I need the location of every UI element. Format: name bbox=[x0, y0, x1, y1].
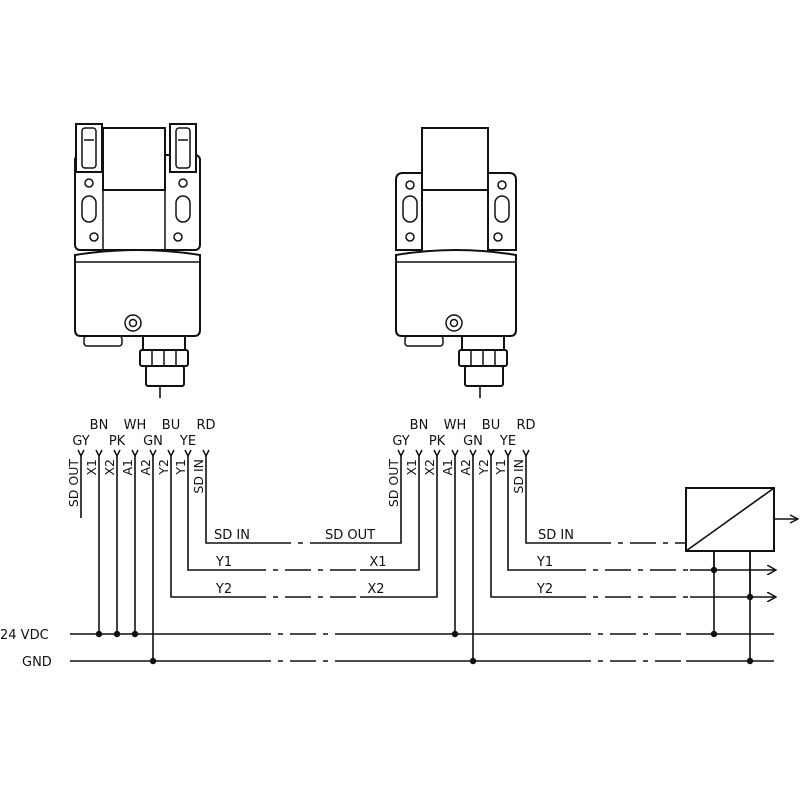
pin-label: SD OUT bbox=[386, 459, 401, 508]
terminal-mark bbox=[451, 449, 459, 458]
link-label-y1: Y1 bbox=[215, 555, 232, 570]
pin-label: Y2 bbox=[476, 459, 491, 476]
terminal-mark bbox=[522, 449, 530, 458]
evaluation-unit bbox=[685, 487, 798, 661]
sensor-2-left-flange bbox=[395, 172, 423, 251]
safety-sensor-1-drawing bbox=[74, 123, 201, 398]
pin-label: X1 bbox=[84, 459, 99, 476]
sensor-2-wiring bbox=[310, 456, 585, 661]
sensor-1-wire-colors: BN WH BU RD GY PK GN YE bbox=[72, 418, 215, 449]
wire-color-label: PK bbox=[109, 434, 126, 449]
wire-color-label: BN bbox=[410, 418, 429, 433]
terminal-mark bbox=[184, 449, 192, 458]
link-label-sd-in: SD IN bbox=[538, 528, 574, 543]
terminal-mark bbox=[113, 449, 121, 458]
terminal-mark bbox=[504, 449, 512, 458]
sensor-2-actuator-head bbox=[421, 127, 489, 191]
sensor-2-cable-gland bbox=[461, 335, 505, 351]
wire-color-label: RD bbox=[196, 418, 215, 433]
pin-label: SD IN bbox=[191, 459, 206, 494]
sensor-1-wiring bbox=[80, 456, 265, 661]
pin-label: A1 bbox=[440, 459, 455, 476]
terminal-mark bbox=[433, 449, 441, 458]
link-label-y2: Y2 bbox=[215, 582, 232, 597]
wire-color-label: YE bbox=[499, 434, 516, 449]
terminal-mark bbox=[487, 449, 495, 458]
pin-label: X1 bbox=[404, 459, 419, 476]
link-label-x2: X2 bbox=[367, 582, 384, 597]
pin-label: X2 bbox=[102, 459, 117, 476]
pin-label: Y1 bbox=[173, 459, 188, 476]
terminal-mark bbox=[415, 449, 423, 458]
safety-sensor-2-drawing bbox=[395, 127, 517, 398]
link-label-sd-out: SD OUT bbox=[325, 528, 375, 543]
terminal-mark bbox=[167, 449, 175, 458]
link-label-sd-in: SD IN bbox=[214, 528, 250, 543]
wire-color-label: WH bbox=[124, 418, 147, 433]
sensor-2-right-flange bbox=[487, 172, 517, 251]
sensor-2-lower-body bbox=[395, 249, 517, 337]
wire-color-label: GN bbox=[463, 434, 483, 449]
pin-label: A2 bbox=[458, 459, 473, 476]
power-rails bbox=[70, 633, 774, 662]
pin-label: A2 bbox=[138, 459, 153, 476]
wire-color-label: BU bbox=[482, 418, 500, 433]
wire-color-label: PK bbox=[429, 434, 446, 449]
wire-color-label: GY bbox=[392, 434, 409, 449]
link-label-y1: Y1 bbox=[536, 555, 553, 570]
wire-color-label: BU bbox=[162, 418, 180, 433]
wire-color-label: WH bbox=[444, 418, 467, 433]
terminal-mark bbox=[397, 449, 405, 458]
pin-label: Y1 bbox=[493, 459, 508, 476]
sensor-1-right-latch bbox=[169, 123, 197, 173]
sensor-1-cable-gland bbox=[142, 335, 186, 351]
terminal-mark bbox=[131, 449, 139, 458]
pin-label: A1 bbox=[120, 459, 135, 476]
pin-label: X2 bbox=[422, 459, 437, 476]
link-labels: SD IN Y1 Y2 SD OUT X1 X2 SD IN Y1 Y2 bbox=[214, 528, 574, 597]
terminal-mark bbox=[95, 449, 103, 458]
sensor-1-actuator-head bbox=[102, 127, 166, 191]
wire-color-label: YE bbox=[179, 434, 196, 449]
rail-label-24vdc: 24 VDC bbox=[0, 628, 49, 643]
terminal-mark bbox=[77, 449, 85, 458]
terminal-mark bbox=[202, 449, 210, 458]
junction-dots bbox=[95, 566, 754, 665]
wire-color-label: GN bbox=[143, 434, 163, 449]
sensor-2-screw bbox=[445, 314, 463, 332]
wire-color-label: GY bbox=[72, 434, 89, 449]
pin-label: SD OUT bbox=[66, 459, 81, 508]
pin-label: Y2 bbox=[156, 459, 171, 476]
sensor-1-lower-body bbox=[74, 249, 201, 337]
pin-label: SD IN bbox=[511, 459, 526, 494]
wire-color-label: BN bbox=[90, 418, 109, 433]
link-label-y2: Y2 bbox=[536, 582, 553, 597]
sensor-1-left-latch bbox=[75, 123, 103, 173]
terminal-ticks bbox=[77, 449, 530, 458]
terminal-mark bbox=[149, 449, 157, 458]
sensor-2-wire-colors: BN WH BU RD GY PK GN YE bbox=[392, 418, 535, 449]
link-label-x1: X1 bbox=[369, 555, 386, 570]
sensor-1-screw bbox=[124, 314, 142, 332]
rail-label-gnd: GND bbox=[22, 655, 52, 670]
wire-color-label: RD bbox=[516, 418, 535, 433]
terminal-mark bbox=[469, 449, 477, 458]
